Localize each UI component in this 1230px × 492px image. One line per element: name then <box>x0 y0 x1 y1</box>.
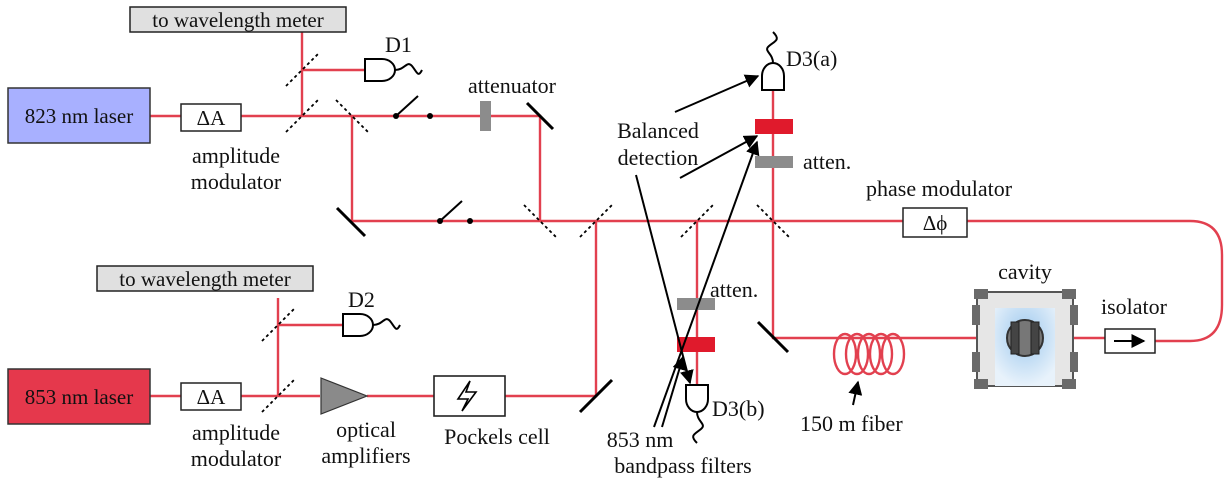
isolator: isolator <box>1101 294 1168 354</box>
laser-853-label: 853 nm laser <box>25 385 133 409</box>
balanced-label-line1: Balanced <box>617 118 699 143</box>
d3a-label: D3(a) <box>786 46 837 71</box>
wavelength-meter-label-upper: to wavelength meter <box>152 8 323 32</box>
amplitude-label-853-line2: modulator <box>191 446 282 471</box>
bandpass-filter-a <box>755 119 793 134</box>
d1-label: D1 <box>385 32 412 57</box>
amplitude-box-label-823: ΔA <box>197 106 227 130</box>
fiber-spool: 150 m fiber <box>800 332 906 436</box>
attenuator-b: atten. <box>677 277 758 310</box>
cavity-label: cavity <box>998 259 1052 284</box>
laser-823-label: 823 nm laser <box>25 104 133 128</box>
d3b-label: D3(b) <box>712 396 765 421</box>
optical-amplifier-label-line2: amplifiers <box>321 443 410 468</box>
amplitude-label-853-line1: amplitude <box>192 420 280 445</box>
isolator-label: isolator <box>1101 294 1168 319</box>
atten-a-label: atten. <box>803 149 851 174</box>
pockels-cell: Pockels cell <box>433 375 550 449</box>
wavelength-meter-label-lower: to wavelength meter <box>119 267 290 291</box>
amplitude-label-823-line1: amplitude <box>192 143 280 168</box>
bandpass-label-line1: 853 nm <box>607 427 674 452</box>
amplitude-modulator-853: ΔA amplitude modulator <box>180 382 282 471</box>
fiber-label: 150 m fiber <box>800 411 903 436</box>
amplitude-modulator-823: ΔA amplitude modulator <box>180 103 282 194</box>
beam-splitters <box>261 53 790 413</box>
balanced-detection-annotation: Balanced detection <box>617 74 760 385</box>
balanced-label-line2: detection <box>618 145 699 170</box>
optical-amplifier: optical amplifiers <box>320 377 411 468</box>
switch-lower <box>437 200 473 224</box>
pockels-label: Pockels cell <box>444 424 550 449</box>
detector-d1: D1 <box>364 32 423 82</box>
optical-amplifier-label-line1: optical <box>336 417 396 442</box>
d2-label: D2 <box>348 287 375 312</box>
attenuator-a: atten. <box>755 149 851 174</box>
bandpass-filters-annotation: 853 nm bandpass filters <box>607 140 760 478</box>
phase-modulator: Δϕ phase modulator <box>866 176 1013 238</box>
laser-853: 853 nm laser <box>7 368 151 425</box>
phase-box-label: Δϕ <box>923 211 948 235</box>
wavelength-meter-box-lower: to wavelength meter <box>96 265 314 292</box>
switch-upper <box>393 95 433 119</box>
atten-b-label: atten. <box>710 277 758 302</box>
lightning-icon <box>456 380 478 412</box>
amplitude-label-823-line2: modulator <box>191 169 282 194</box>
detector-d2: D2 <box>342 287 401 337</box>
cavity: cavity <box>972 259 1078 389</box>
attenuator-label: attenuator <box>468 73 557 98</box>
attenuator-main: attenuator <box>468 73 557 131</box>
laser-823: 823 nm laser <box>7 87 151 144</box>
phase-modulator-label: phase modulator <box>866 176 1013 201</box>
detector-d3a: D3(a) <box>761 31 837 91</box>
detector-d3b: D3(b) <box>685 384 765 444</box>
amplitude-box-label-853: ΔA <box>197 385 227 409</box>
bandpass-label-line2: bandpass filters <box>614 453 751 478</box>
wavelength-meter-box-upper: to wavelength meter <box>129 6 347 33</box>
bandpass-filter-b <box>677 337 715 352</box>
mirrors <box>335 101 790 414</box>
